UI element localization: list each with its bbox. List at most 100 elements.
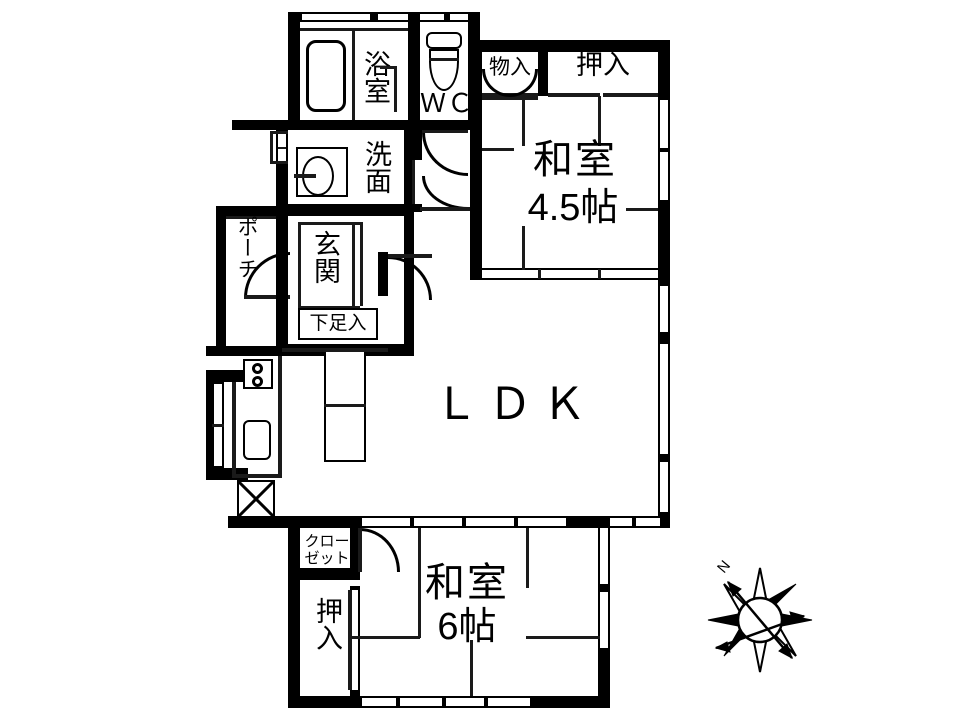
oshiire-top-door-gap <box>600 92 603 98</box>
washitsu45-sliding-door-sep-1 <box>538 269 541 279</box>
window-left-washroom-frame-b <box>270 161 288 164</box>
stove-burner-1 <box>252 363 263 374</box>
corridor-bottom-line <box>420 207 470 211</box>
ldk-bottom-door-1 <box>362 518 410 526</box>
ldk-bottom-window-6 <box>636 518 660 526</box>
room-label-washitsu45-name: 和室 <box>533 138 617 182</box>
window-right-washitsu45-2 <box>660 152 668 200</box>
washitsu45-sliding-door-band <box>482 270 658 278</box>
toilet-seat-line <box>429 58 459 61</box>
ldk-bottom-window-5 <box>608 518 632 526</box>
entrance-step-line-2 <box>360 222 363 306</box>
washbasin-tap-icon <box>294 174 316 178</box>
bath-inner-divider <box>352 28 355 120</box>
window-left-washroom-sep <box>278 147 286 149</box>
storage-label-oshiire-bottom: 押入 <box>312 597 342 651</box>
room-label-washitsu45-size: 4.5帖 <box>527 187 619 229</box>
wall-left-monoire <box>470 40 482 100</box>
storage-label-oshiire-top: 押入 <box>576 50 630 80</box>
bath-top-inner-line <box>300 28 408 31</box>
wall-left-bath <box>288 12 300 130</box>
wall-bath-wc-divider <box>408 12 420 130</box>
compass-rose-icon: N <box>707 557 813 673</box>
toilet-bowl-icon <box>429 49 459 91</box>
closet-door-leaf <box>358 528 362 572</box>
wall-left-lower-block <box>288 516 300 708</box>
wc-door-arc-upper <box>422 132 468 176</box>
wall-top-washroom-2 <box>288 120 480 130</box>
tatami45-line-h2 <box>626 208 658 211</box>
bathtub-icon <box>306 40 346 112</box>
monoire-door-leaf-left <box>482 97 510 100</box>
corridor-left-opening-frame <box>412 160 415 204</box>
bathroom-label-bracket-h <box>380 66 397 69</box>
entrance-inner-door-frame <box>378 252 388 296</box>
oshiire-bottom-door-sep <box>348 636 362 639</box>
wall-top-wc <box>410 12 480 22</box>
oshiire-bottom-door-opening <box>352 590 358 690</box>
window-left-washroom-frame-l <box>270 131 273 164</box>
storage-label-getabako: 下足入 <box>309 313 367 334</box>
window-top-wc-2 <box>450 14 476 20</box>
room-label-bathroom: 浴室 <box>360 50 390 104</box>
ldk-ceiling-line <box>282 348 388 352</box>
wall-closet-bottom <box>288 568 360 580</box>
tatami45-line-v2 <box>598 96 601 146</box>
window-right-washitsu45-1 <box>660 100 668 148</box>
kitchen-counter-outline-left <box>232 382 236 476</box>
room-label-washitsu6-size: 6帖 <box>437 606 497 648</box>
tatami6-line-h1 <box>360 636 420 639</box>
wall-top-right-storages <box>470 40 670 52</box>
oshiire-bottom-door-line <box>348 590 352 690</box>
storage-label-closet-line1: クロー <box>304 533 350 550</box>
wall-left-entrance <box>276 216 288 356</box>
wall-top-washroom <box>232 120 310 130</box>
ldk-bottom-door-2 <box>414 518 462 526</box>
compass-north-label: N <box>714 557 734 576</box>
bathroom-label-bracket-v <box>394 66 397 112</box>
storage-label-closet-line2: ゼット <box>304 550 350 567</box>
room-label-washroom: 洗面 <box>361 140 391 194</box>
getabako-icon <box>298 308 378 340</box>
wall-right-washroom <box>404 126 414 212</box>
window-top-bath-1 <box>302 14 370 20</box>
entrance-inner-door-arc <box>388 256 432 300</box>
tatami6-line-h2 <box>526 636 600 639</box>
room-label-wc: ＷＣ <box>420 88 475 118</box>
kitchen-counter-outline-right <box>278 352 282 478</box>
wall-monoire-oshiire-divider <box>538 40 548 96</box>
washitsu6-bottom-window-2 <box>400 698 442 706</box>
window-right-washitsu6-2 <box>600 592 608 648</box>
tatami45-line-v1 <box>522 96 525 146</box>
ldk-bottom-door-4 <box>518 518 566 526</box>
washitsu6-bottom-window-3 <box>446 698 484 706</box>
entrance-hall-box-left <box>298 222 301 306</box>
window-left-kitchen-sep <box>212 424 224 427</box>
tatami45-line-h1 <box>482 148 514 151</box>
window-right-ldk-2 <box>660 344 668 454</box>
room-label-washitsu6-name: 和室 <box>425 561 509 605</box>
window-right-ldk-1 <box>660 286 668 332</box>
wall-top-porch <box>216 206 288 216</box>
closet-door-arc <box>360 528 400 572</box>
tatami6-line-v2 <box>526 528 529 588</box>
wall-left-porch <box>216 206 226 356</box>
utility-cross-icon <box>236 479 276 519</box>
porch-inner-top-line <box>226 216 278 219</box>
wall-bottom-washroom <box>276 204 414 216</box>
tatami45-line-v3 <box>522 226 525 270</box>
window-right-washitsu6-1 <box>600 528 608 584</box>
tatami6-line-v1 <box>418 528 421 638</box>
room-label-porch: ポーチ <box>235 216 258 279</box>
washitsu45-sliding-door-sep-2 <box>598 269 601 279</box>
room-label-entrance: 玄関 <box>310 230 340 284</box>
washitsu6-bottom-window-4 <box>488 698 530 706</box>
kitchen-counter-outline-bottom <box>232 474 282 478</box>
ldk-bottom-door-3 <box>466 518 514 526</box>
wall-ldk-top-left <box>206 346 286 356</box>
corridor-left-opening <box>414 160 422 204</box>
entrance-hall-box-bottom <box>298 306 360 309</box>
window-right-ldk-3 <box>660 462 668 512</box>
entrance-inner-door-leaf <box>388 254 432 258</box>
